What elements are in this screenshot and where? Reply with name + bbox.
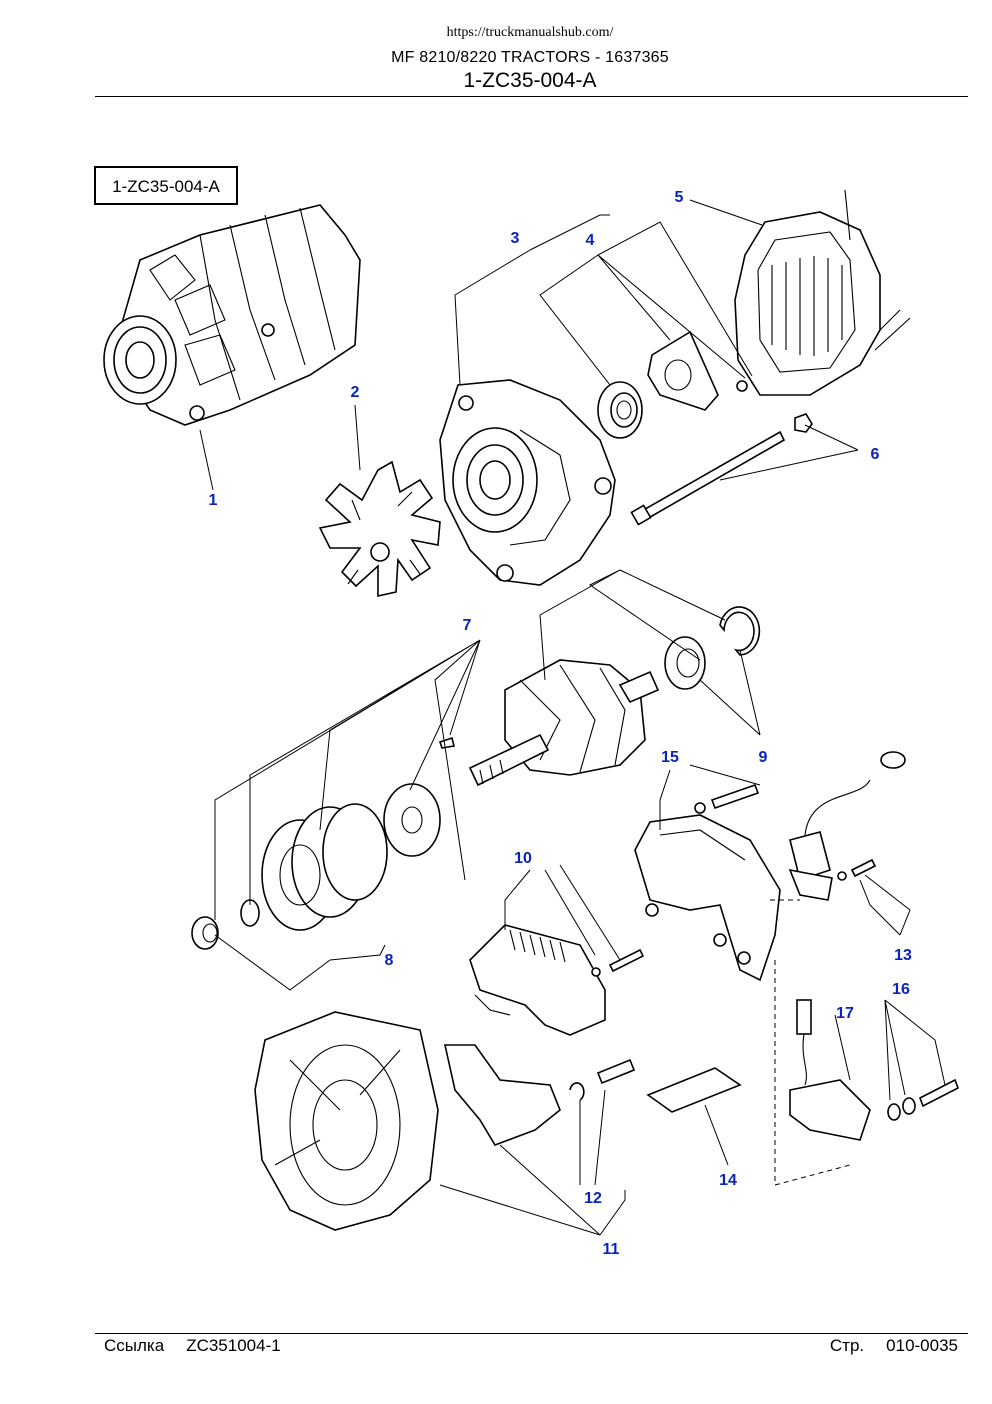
part-rectifier (634, 783, 781, 982)
document-subtitle: 1-ZC35-004-A (463, 69, 597, 92)
part-fan (318, 460, 441, 597)
document-title: MF 8210/8220 TRACTORS - 1637365 (391, 49, 669, 66)
part-rotor (438, 659, 660, 787)
callout-7: 7 (463, 617, 472, 634)
figure-code-label: 1-ZC35-004-A (112, 177, 220, 196)
figure-code-box: 1-ZC35-004-A (94, 166, 238, 205)
callout-9: 9 (759, 749, 768, 766)
part-through-bolt-and-nut (630, 413, 813, 526)
callouts: 1 2 3 4 5 6 7 8 9 10 11 12 13 14 15 16 1… (209, 189, 912, 1258)
callout-10: 10 (514, 850, 532, 867)
callout-2: 2 (351, 384, 360, 401)
part-regulator (469, 924, 645, 1036)
footer-reference: Ссылка ZC351004-1 (104, 1336, 281, 1356)
footer-page: Стр. 010-0035 (830, 1336, 958, 1356)
part-drive-end-housing (439, 379, 616, 586)
footer-ref-label: Ссылка (104, 1336, 165, 1355)
footer-ref-code: ZC351004-1 (186, 1336, 281, 1355)
part-rear-cover (254, 1011, 636, 1231)
leader-lines (199, 199, 946, 1236)
callout-14: 14 (719, 1172, 737, 1189)
part-suppressor-capacitor (788, 751, 906, 901)
footer-page-number: 010-0035 (886, 1336, 958, 1355)
callout-16: 16 (892, 981, 910, 998)
part-interference-suppressor (789, 999, 959, 1141)
callout-3: 3 (511, 230, 520, 247)
header-divider (95, 96, 968, 97)
callout-6: 6 (871, 446, 880, 463)
footer-divider (95, 1333, 968, 1334)
callout-4: 4 (586, 232, 595, 249)
callout-17: 17 (836, 1005, 854, 1022)
callout-13: 13 (894, 947, 912, 964)
part-pulley-group (191, 783, 441, 950)
part-insulating-sheet (646, 1067, 742, 1113)
source-url: https://truckmanualshub.com/ (446, 25, 614, 40)
callout-8: 8 (385, 952, 394, 969)
callout-11: 11 (603, 1241, 620, 1258)
part-rear-bearing-and-circlip (664, 606, 761, 690)
callout-15: 15 (661, 749, 679, 766)
callout-5: 5 (675, 189, 684, 206)
part-alternator-assembly (103, 204, 361, 426)
callout-1: 1 (209, 492, 218, 509)
callout-12: 12 (584, 1190, 602, 1207)
footer-page-label: Стр. (829, 1336, 865, 1355)
part-stator (734, 189, 911, 396)
